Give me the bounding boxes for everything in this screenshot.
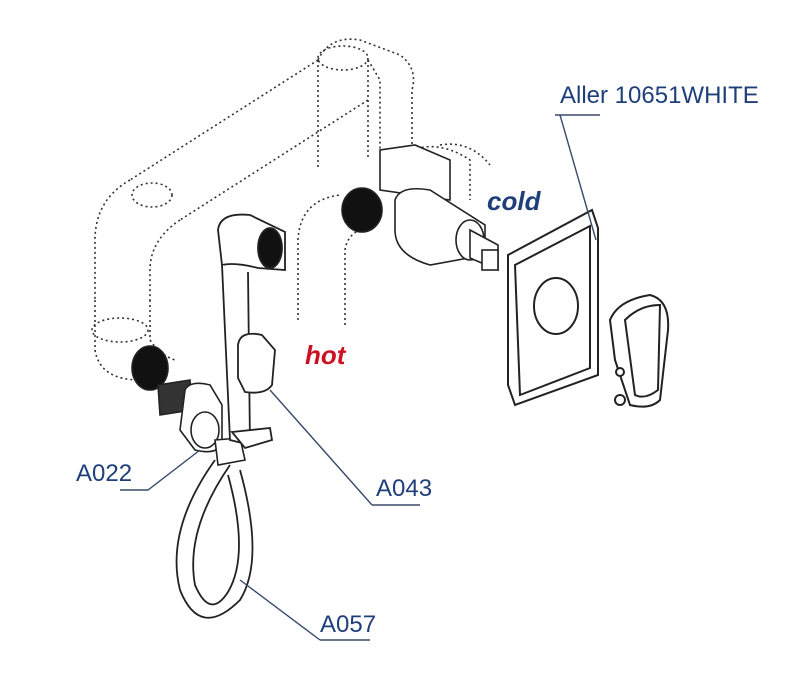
part-a043-label: A043: [376, 475, 433, 502]
leader-lines: [120, 114, 600, 641]
wall-outlet-a022: [131, 345, 246, 466]
hot-label: hot: [305, 340, 346, 370]
mixer-valve: [341, 144, 499, 272]
leader-model: [559, 114, 597, 241]
handle-lever: [608, 293, 670, 408]
part-a022-label: A022: [76, 460, 133, 487]
leader-a043: [269, 389, 420, 506]
cover-plate: [507, 208, 599, 407]
model-label: Aller 10651WHITE: [560, 82, 759, 109]
hand-shower-a043: [217, 213, 286, 450]
cold-label: cold: [487, 186, 541, 216]
part-a057-label: A057: [320, 611, 377, 638]
concealed-pipes: [91, 38, 491, 381]
leader-a022: [120, 449, 201, 491]
hose-a057: [175, 459, 254, 619]
leader-a057: [239, 579, 370, 641]
